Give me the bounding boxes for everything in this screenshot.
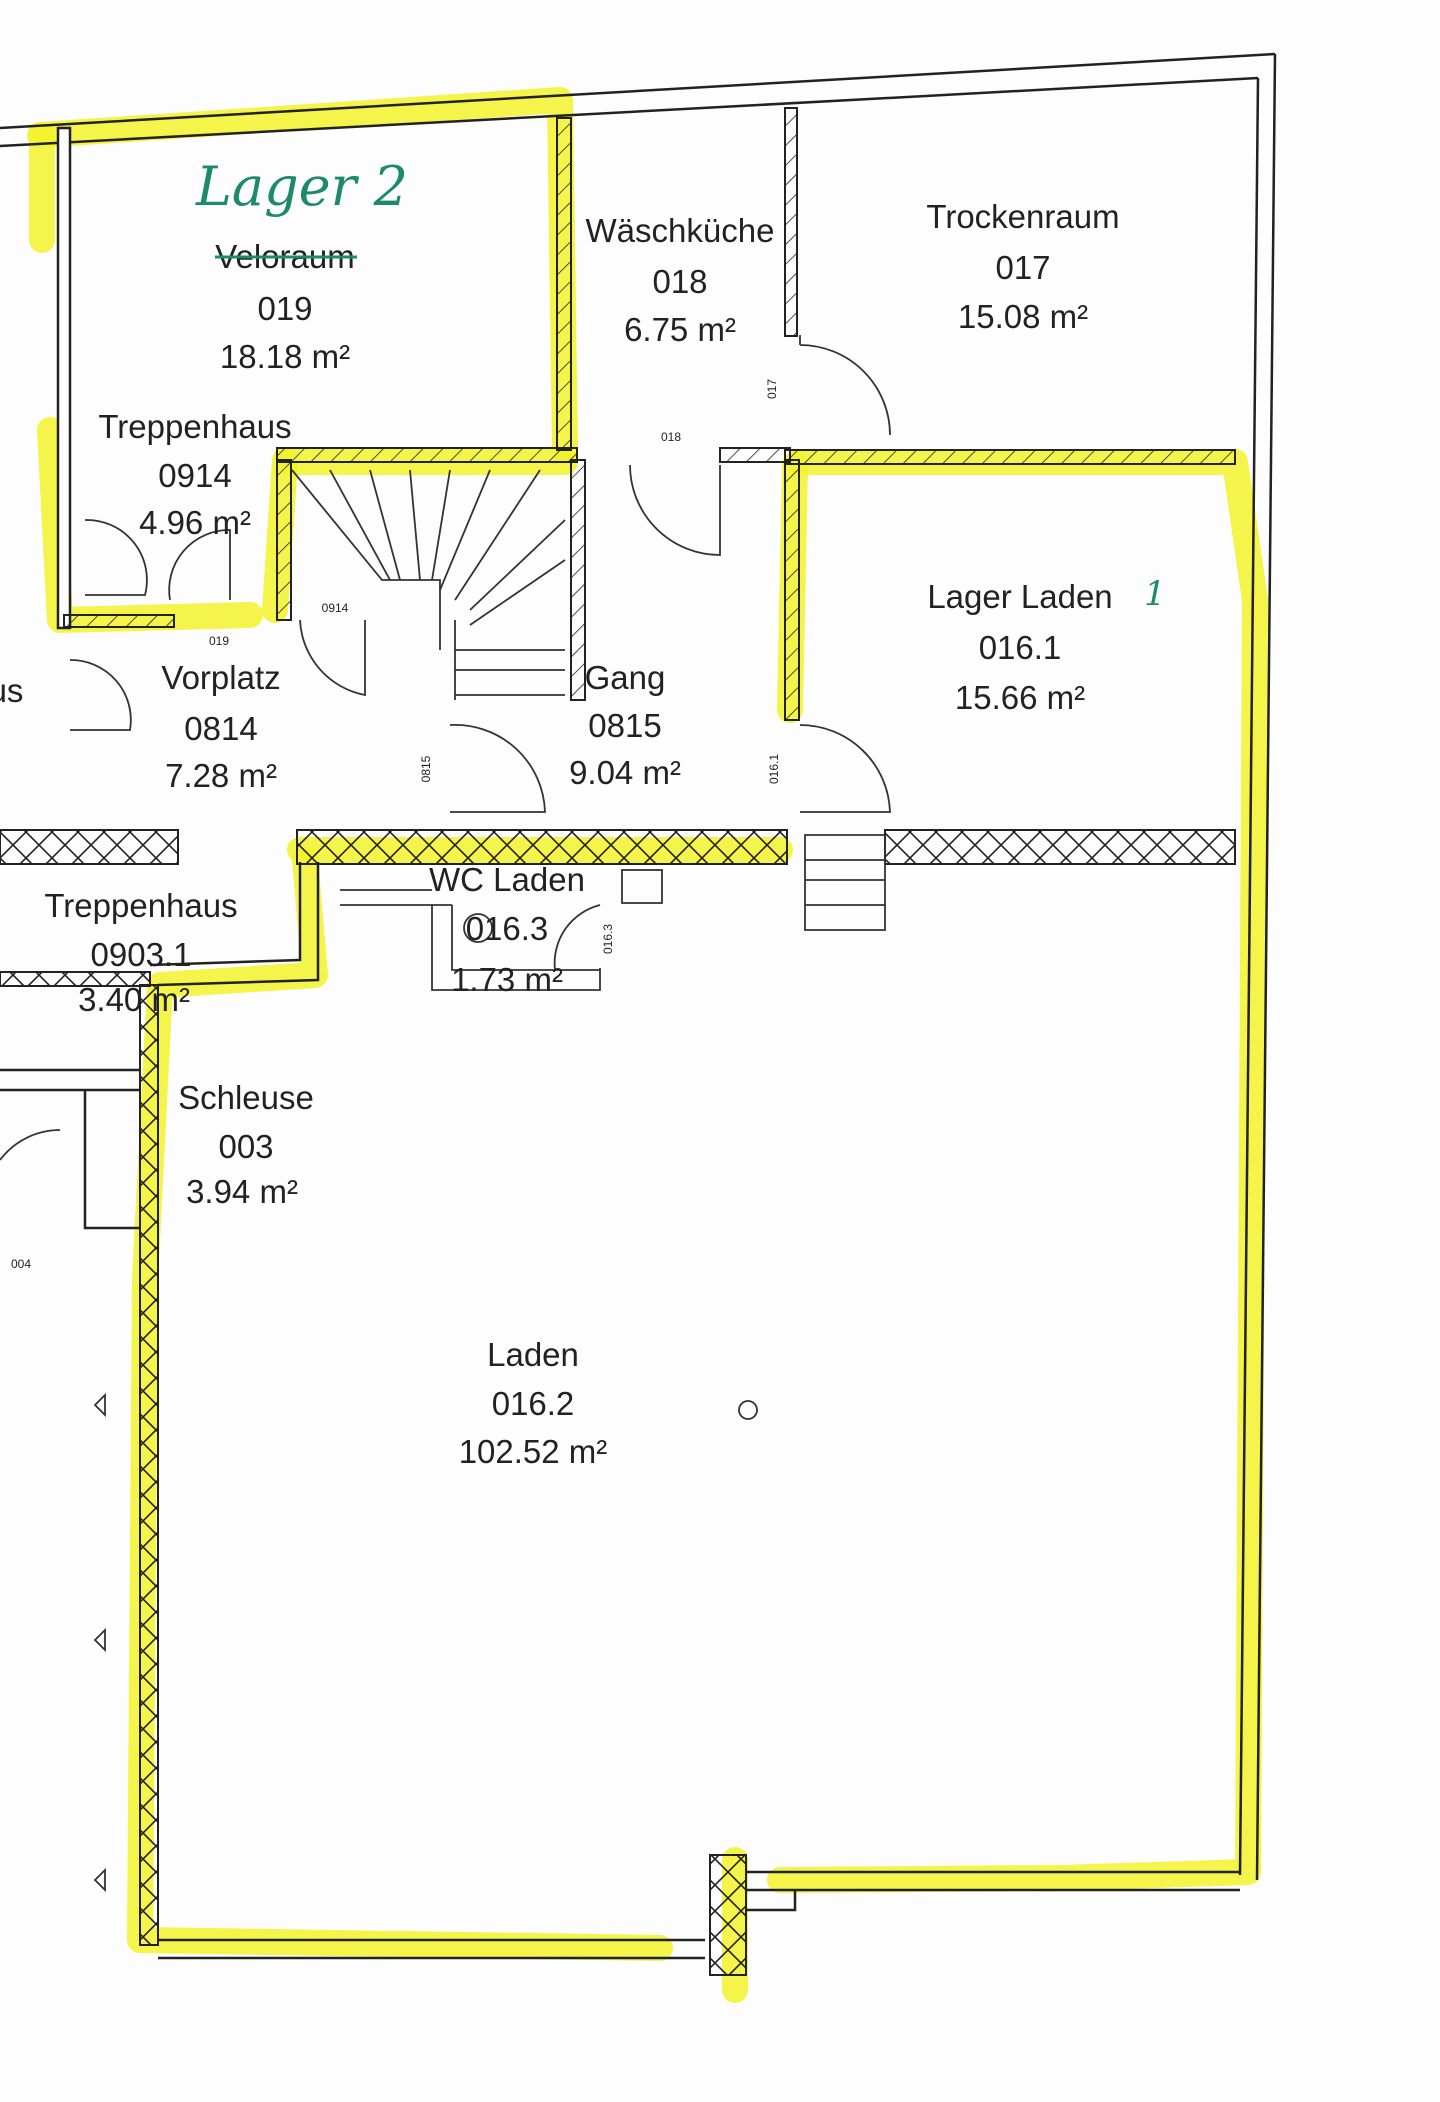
room-treppenhaus-0903: Treppenhaus 0903.1 3.40 m² (44, 887, 237, 1018)
room-number: 016.3 (466, 910, 549, 947)
room-number: 0903.1 (91, 936, 192, 973)
room-vorplatz: Vorplatz 0814 7.28 m² (161, 659, 280, 794)
room-laden: Laden 016.2 102.52 m² (459, 1336, 608, 1470)
room-name: Schleuse (178, 1079, 314, 1116)
room-area: 6.75 m² (624, 311, 736, 348)
doors (0, 335, 891, 1161)
room-area: 102.52 m² (459, 1433, 608, 1470)
room-schleuse: Schleuse 003 3.94 m² (178, 1079, 314, 1210)
room-number: 018 (652, 263, 707, 300)
room-area: 15.08 m² (958, 298, 1088, 335)
room-name: WC Laden (429, 861, 585, 898)
partial-room-label: us (0, 672, 23, 709)
room-area: 15.66 m² (955, 679, 1085, 716)
column-marker (738, 1400, 758, 1420)
handwritten-number-1: 1 (1144, 574, 1166, 614)
room-area: 3.40 m² (78, 981, 190, 1018)
door-tag: 018 (661, 430, 681, 444)
room-number: 0815 (588, 707, 661, 744)
door-tag: 0815 (419, 755, 433, 782)
room-name: Trockenraum (926, 198, 1119, 235)
room-area: 3.94 m² (186, 1173, 298, 1210)
room-wc-laden: WC Laden 016.3 1.73 m² (429, 861, 585, 998)
door-tag: 017 (765, 379, 779, 399)
room-gang: Gang 0815 9.04 m² (569, 659, 681, 791)
room-area: 1.73 m² (451, 961, 563, 998)
room-area: 18.18 m² (220, 338, 350, 375)
door-tag: 004 (11, 1257, 31, 1271)
room-name: Laden (487, 1336, 579, 1373)
room-name: Treppenhaus (44, 887, 237, 924)
room-number: 0914 (158, 457, 231, 494)
staircase (291, 469, 566, 700)
room-number: 017 (995, 249, 1050, 286)
room-area: 7.28 m² (165, 757, 277, 794)
room-number: 003 (218, 1128, 273, 1165)
room-number: 016.2 (492, 1385, 575, 1422)
door-tag: 019 (209, 634, 229, 648)
room-name: Lager Laden (927, 578, 1112, 615)
door-tag: 016.1 (767, 754, 781, 784)
handwritten-lager-2: Lager 2 (195, 155, 408, 218)
room-number: 019 (257, 290, 312, 327)
room-trockenraum: Trockenraum 017 15.08 m² (926, 198, 1119, 335)
walls (0, 52, 1277, 1976)
door-tag: 0914 (322, 601, 349, 615)
room-name: Vorplatz (161, 659, 280, 696)
door-tags: 019 0914 018 017 0815 016.1 016.3 004 (11, 379, 781, 1271)
room-treppenhaus-0914: Treppenhaus 0914 4.96 m² (98, 408, 291, 541)
room-number: 016.1 (979, 629, 1062, 666)
highlight-markings (27, 87, 1268, 2003)
room-number: 0814 (184, 710, 257, 747)
room-name: Gang (585, 659, 666, 696)
room-waschkueche: Wäschküche 018 6.75 m² (586, 212, 775, 348)
room-name: Treppenhaus (98, 408, 291, 445)
room-veloraum: Veloraum 019 18.18 m² (215, 238, 357, 375)
door-tag: 016.3 (601, 924, 615, 954)
room-lager-laden: Lager Laden 016.1 15.66 m² (927, 578, 1112, 716)
room-name: Wäschküche (586, 212, 775, 249)
room-area: 4.96 m² (139, 504, 251, 541)
room-area: 9.04 m² (569, 754, 681, 791)
